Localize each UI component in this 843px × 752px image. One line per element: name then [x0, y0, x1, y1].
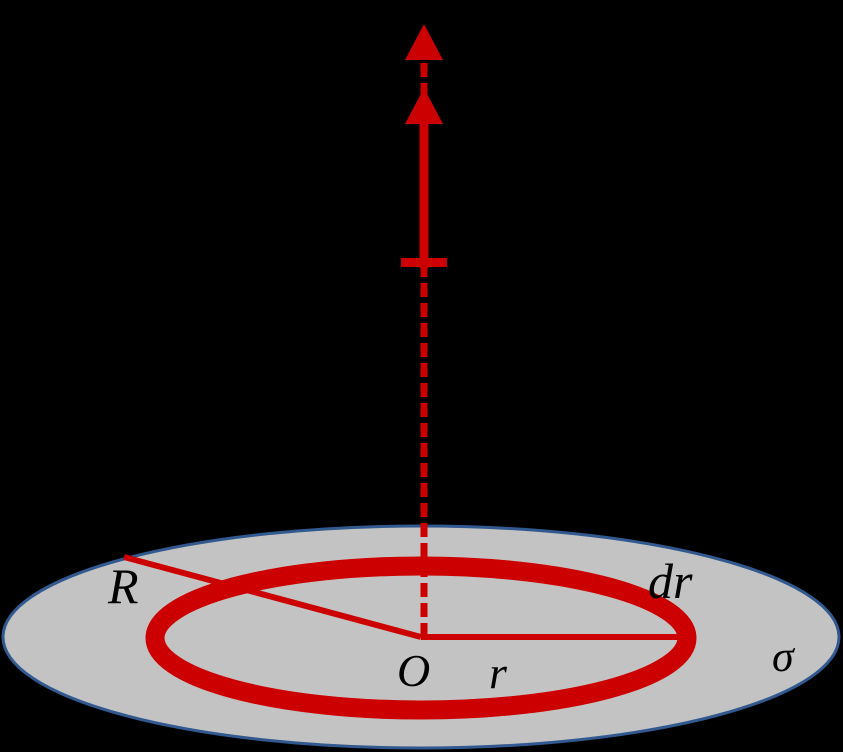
axis-tick-mark	[401, 258, 447, 267]
label-inner-radius: r	[489, 647, 507, 698]
elemental-ring-front-arc	[145, 637, 697, 720]
arrowhead-upper-icon	[405, 24, 443, 60]
label-charge-density: σ	[772, 632, 794, 681]
arrowhead-lower-icon	[405, 88, 443, 124]
label-outer-radius: R	[108, 558, 139, 614]
label-center-point: O	[397, 645, 431, 696]
outer-radius-line	[123, 554, 422, 640]
label-ring-thickness: dr	[648, 553, 693, 609]
